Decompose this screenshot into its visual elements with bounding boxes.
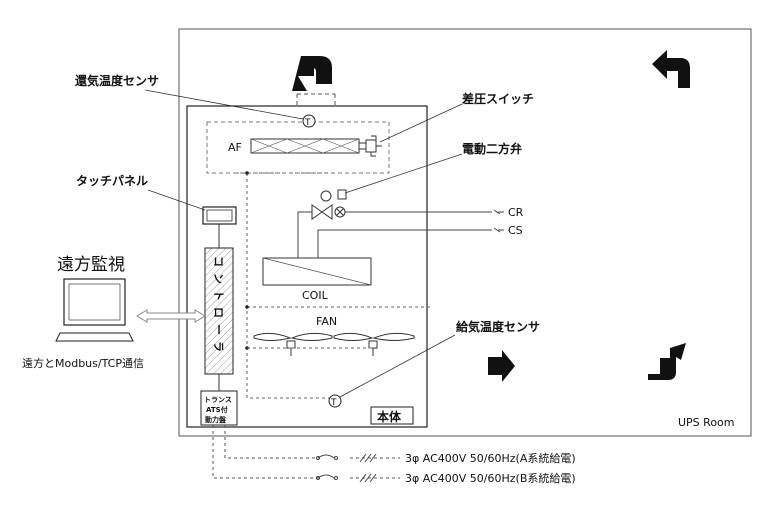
remote-comm-label: 遠方とModbus/TCP通信 (22, 356, 144, 370)
pipe-cs (317, 229, 492, 258)
filter-hatch (250, 138, 360, 154)
touch-panel-label: タッチパネル (76, 174, 148, 188)
pipe-cr (297, 211, 492, 258)
pipe-break-cs (493, 227, 504, 233)
controller-label: コントローラ (212, 256, 225, 358)
pipe-break-cr (493, 209, 504, 215)
leader-touch-panel (147, 189, 206, 211)
power-feed-a (224, 425, 400, 459)
comm-double-arrow (136, 309, 206, 323)
power-panel (200, 390, 238, 426)
ups-room-outline (178, 28, 752, 437)
unit-body (186, 105, 428, 428)
valve-body (311, 204, 333, 220)
breaker-a (316, 453, 377, 463)
return-sensor-symbol: T (304, 118, 311, 128)
valve-actuator (320, 190, 332, 202)
diff-switch-lines (359, 135, 382, 157)
diff-switch-box (365, 139, 377, 153)
valve-cross (336, 208, 344, 216)
power-feed-b (212, 425, 400, 479)
return-temp-sensor (302, 114, 316, 128)
cs-label: CS (508, 224, 523, 237)
signal-bus (236, 172, 430, 399)
valve-label: 電動二方弁 (462, 141, 522, 156)
return-sensor-label: 還気温度センサ (75, 73, 159, 88)
breaker-b (316, 473, 377, 483)
airflow-arrow-down (292, 56, 332, 91)
power-b-label: 3φ AC400V 50/60Hz(B系統給電) (405, 471, 576, 485)
coil-label: COIL (302, 289, 329, 302)
fan-2 (333, 332, 415, 356)
leader-return-sensor (144, 89, 304, 120)
valve-box (337, 189, 347, 200)
leader-valve (344, 153, 463, 194)
unit-label: 本体 (377, 409, 402, 424)
duct-top (296, 94, 336, 106)
power-panel-line1: トランス (204, 396, 232, 404)
computer-icon (55, 278, 134, 342)
leader-diff-switch (379, 103, 463, 143)
junction (245, 171, 249, 175)
power-a-label: 3φ AC400V 50/60Hz(A系統給電) (405, 451, 576, 465)
cr-label: CR (508, 206, 524, 219)
remote-label: 遠方監視 (57, 255, 125, 275)
unit-label-box (370, 406, 414, 425)
touch-panel-screen (206, 209, 233, 222)
fan-1 (253, 332, 333, 356)
junction (245, 305, 249, 309)
supply-sensor-symbol: T (330, 398, 337, 408)
power-panel-line3: 動力盤 (205, 415, 227, 424)
airflow-arrow-bottom-right (648, 343, 686, 380)
supply-sensor-label: 給気温度センサ (456, 319, 540, 334)
fan-label: FAN (316, 315, 337, 328)
room-label: UPS Room (678, 416, 735, 429)
leader-supply-sensor (339, 334, 456, 398)
diff-switch-label: 差圧スイッチ (461, 91, 534, 106)
power-panel-line2: ATS付 (206, 405, 228, 414)
airflow-arrow-top-right (652, 50, 690, 88)
coil-diagonal (262, 257, 372, 286)
supply-temp-sensor (328, 394, 342, 408)
airflow-arrow-right (488, 350, 515, 382)
af-label: AF (228, 141, 242, 154)
